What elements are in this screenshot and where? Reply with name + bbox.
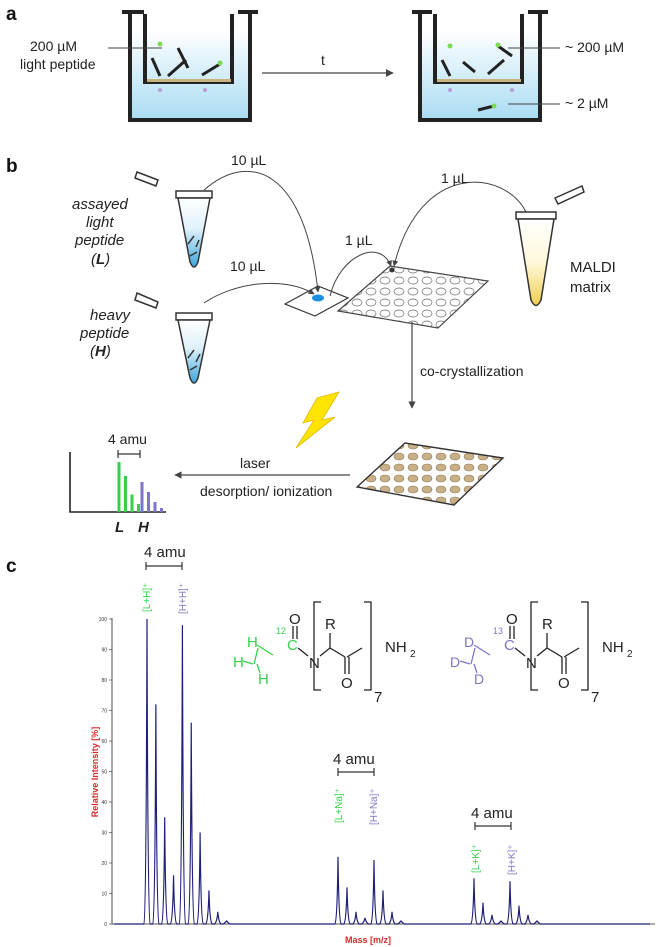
y-tick-label: 40: [101, 800, 107, 806]
laser-label-line1: laser: [240, 455, 271, 471]
light-label-line1: assayed: [72, 196, 129, 213]
light-sub: 2: [410, 649, 416, 660]
laser-lightning-icon: [295, 391, 340, 449]
heavy-peptide-structure: [459, 601, 589, 691]
panel-a-label: a: [6, 4, 17, 25]
amu-label-2: 4 amu: [333, 751, 375, 768]
light-O2: O: [341, 675, 353, 692]
transfer-arc-light: [203, 170, 321, 293]
matrix-label-line1: MALDI: [570, 259, 616, 276]
crystallized-plate: [355, 442, 505, 506]
light-label-line3: peptide: [74, 232, 124, 249]
y-tick-label: 30: [101, 831, 107, 837]
heavy-NH: NH: [602, 639, 624, 656]
mixing-slide: [283, 285, 350, 317]
light-n: 7: [374, 689, 382, 706]
light-N: N: [309, 655, 320, 672]
y-tick-label: 0: [104, 922, 107, 928]
light-label-line2: light: [86, 214, 114, 231]
transfer-arc-matrix: [392, 181, 527, 267]
peak-label-LK: [L+K]⁺: [471, 844, 482, 873]
main-spectrum: 0 10 20 30 40 50 60 70 80 90 100: [99, 617, 655, 928]
right-transwell: [412, 10, 548, 122]
volume-label-3: 1 µL: [345, 232, 373, 248]
light-O: O: [289, 611, 301, 628]
light-H3: H: [258, 671, 269, 688]
y-tick-label: 80: [101, 678, 107, 684]
amu-label-3: 4 amu: [471, 805, 513, 822]
light-H1: H: [247, 634, 258, 651]
y-tick-label: 70: [101, 709, 107, 715]
time-label: t: [321, 52, 325, 68]
transfer-arc-heavy: [203, 282, 315, 304]
x-axis-label: Mass [m/z]: [345, 935, 391, 945]
light-H2: H: [233, 654, 244, 671]
left-peptide-label: light peptide: [20, 56, 96, 72]
heavy-D1: D: [464, 634, 474, 650]
y-tick-label: 60: [101, 739, 107, 745]
matrix-label-line2: matrix: [570, 279, 611, 296]
heavy-sub: 2: [627, 649, 633, 660]
light-iso: 12: [276, 626, 286, 636]
peak-label-LNa: [L+Na]⁺: [334, 788, 345, 823]
heavy-peptide-tube: [134, 291, 213, 384]
light-C: C: [287, 637, 298, 654]
heavy-symbol: (H): [90, 343, 111, 360]
heavy-N: N: [526, 655, 537, 672]
light-R: R: [325, 616, 336, 633]
light-peptide-tube: [134, 171, 213, 268]
right-bottom-concentration: ~ 2 µM: [565, 95, 608, 111]
heavy-R: R: [542, 616, 553, 633]
volume-label-1: 10 µL: [231, 152, 267, 168]
heavy-iso: 13: [493, 626, 503, 636]
laser-label-line2: desorption/ ionization: [200, 483, 332, 499]
mini-spectrum: [69, 452, 166, 513]
transfer-arc-mix: [329, 251, 392, 297]
left-transwell: [122, 10, 258, 122]
mini-amu-label: 4 amu: [108, 431, 147, 447]
light-NH: NH: [385, 639, 407, 656]
volume-label-4: 1 µL: [441, 170, 469, 186]
maldi-target-plate: [336, 265, 490, 329]
amu-label-1: 4 amu: [144, 544, 186, 561]
heavy-D2: D: [450, 654, 460, 670]
heavy-n: 7: [591, 689, 599, 706]
y-tick-label: 90: [101, 648, 107, 654]
amu-bracket-2: [337, 768, 375, 776]
mini-L-label: L: [115, 519, 124, 536]
y-axis-label: Relative Intensity [%]: [90, 727, 100, 818]
light-peptide-structure: [242, 601, 372, 691]
amu-bracket-3: [474, 822, 512, 830]
heavy-label-line2: peptide: [79, 325, 129, 342]
panel-c-label: c: [6, 556, 17, 577]
peak-label-HK: [H+K]⁺: [507, 844, 518, 875]
heavy-O: O: [506, 611, 518, 628]
peak-label-HNa: [H+Na]⁺: [369, 788, 380, 825]
peak-label-LH: [L+H]⁺: [142, 583, 153, 612]
cocryst-label: co-crystallization: [420, 363, 523, 379]
panel-b-label: b: [6, 156, 18, 177]
light-symbol: (L): [91, 251, 110, 268]
right-top-concentration: ~ 200 µM: [565, 39, 624, 55]
spectrum-trace: [114, 618, 650, 925]
y-tick-label: 20: [101, 861, 107, 867]
y-tick-label: 10: [101, 892, 107, 898]
amu-bracket-1: [145, 562, 183, 570]
left-concentration: 200 µM: [30, 38, 77, 54]
volume-label-2: 10 µL: [230, 258, 266, 274]
y-tick-label: 50: [101, 770, 107, 776]
y-tick-label: 100: [99, 617, 108, 623]
mini-H-label: H: [138, 519, 150, 536]
heavy-O2: O: [558, 675, 570, 692]
heavy-C: C: [504, 637, 515, 654]
heavy-D3: D: [474, 671, 484, 687]
peak-label-HH: [H+H]⁺: [178, 583, 189, 614]
heavy-label-line1: heavy: [90, 307, 132, 324]
maldi-matrix-tube: [515, 184, 585, 307]
